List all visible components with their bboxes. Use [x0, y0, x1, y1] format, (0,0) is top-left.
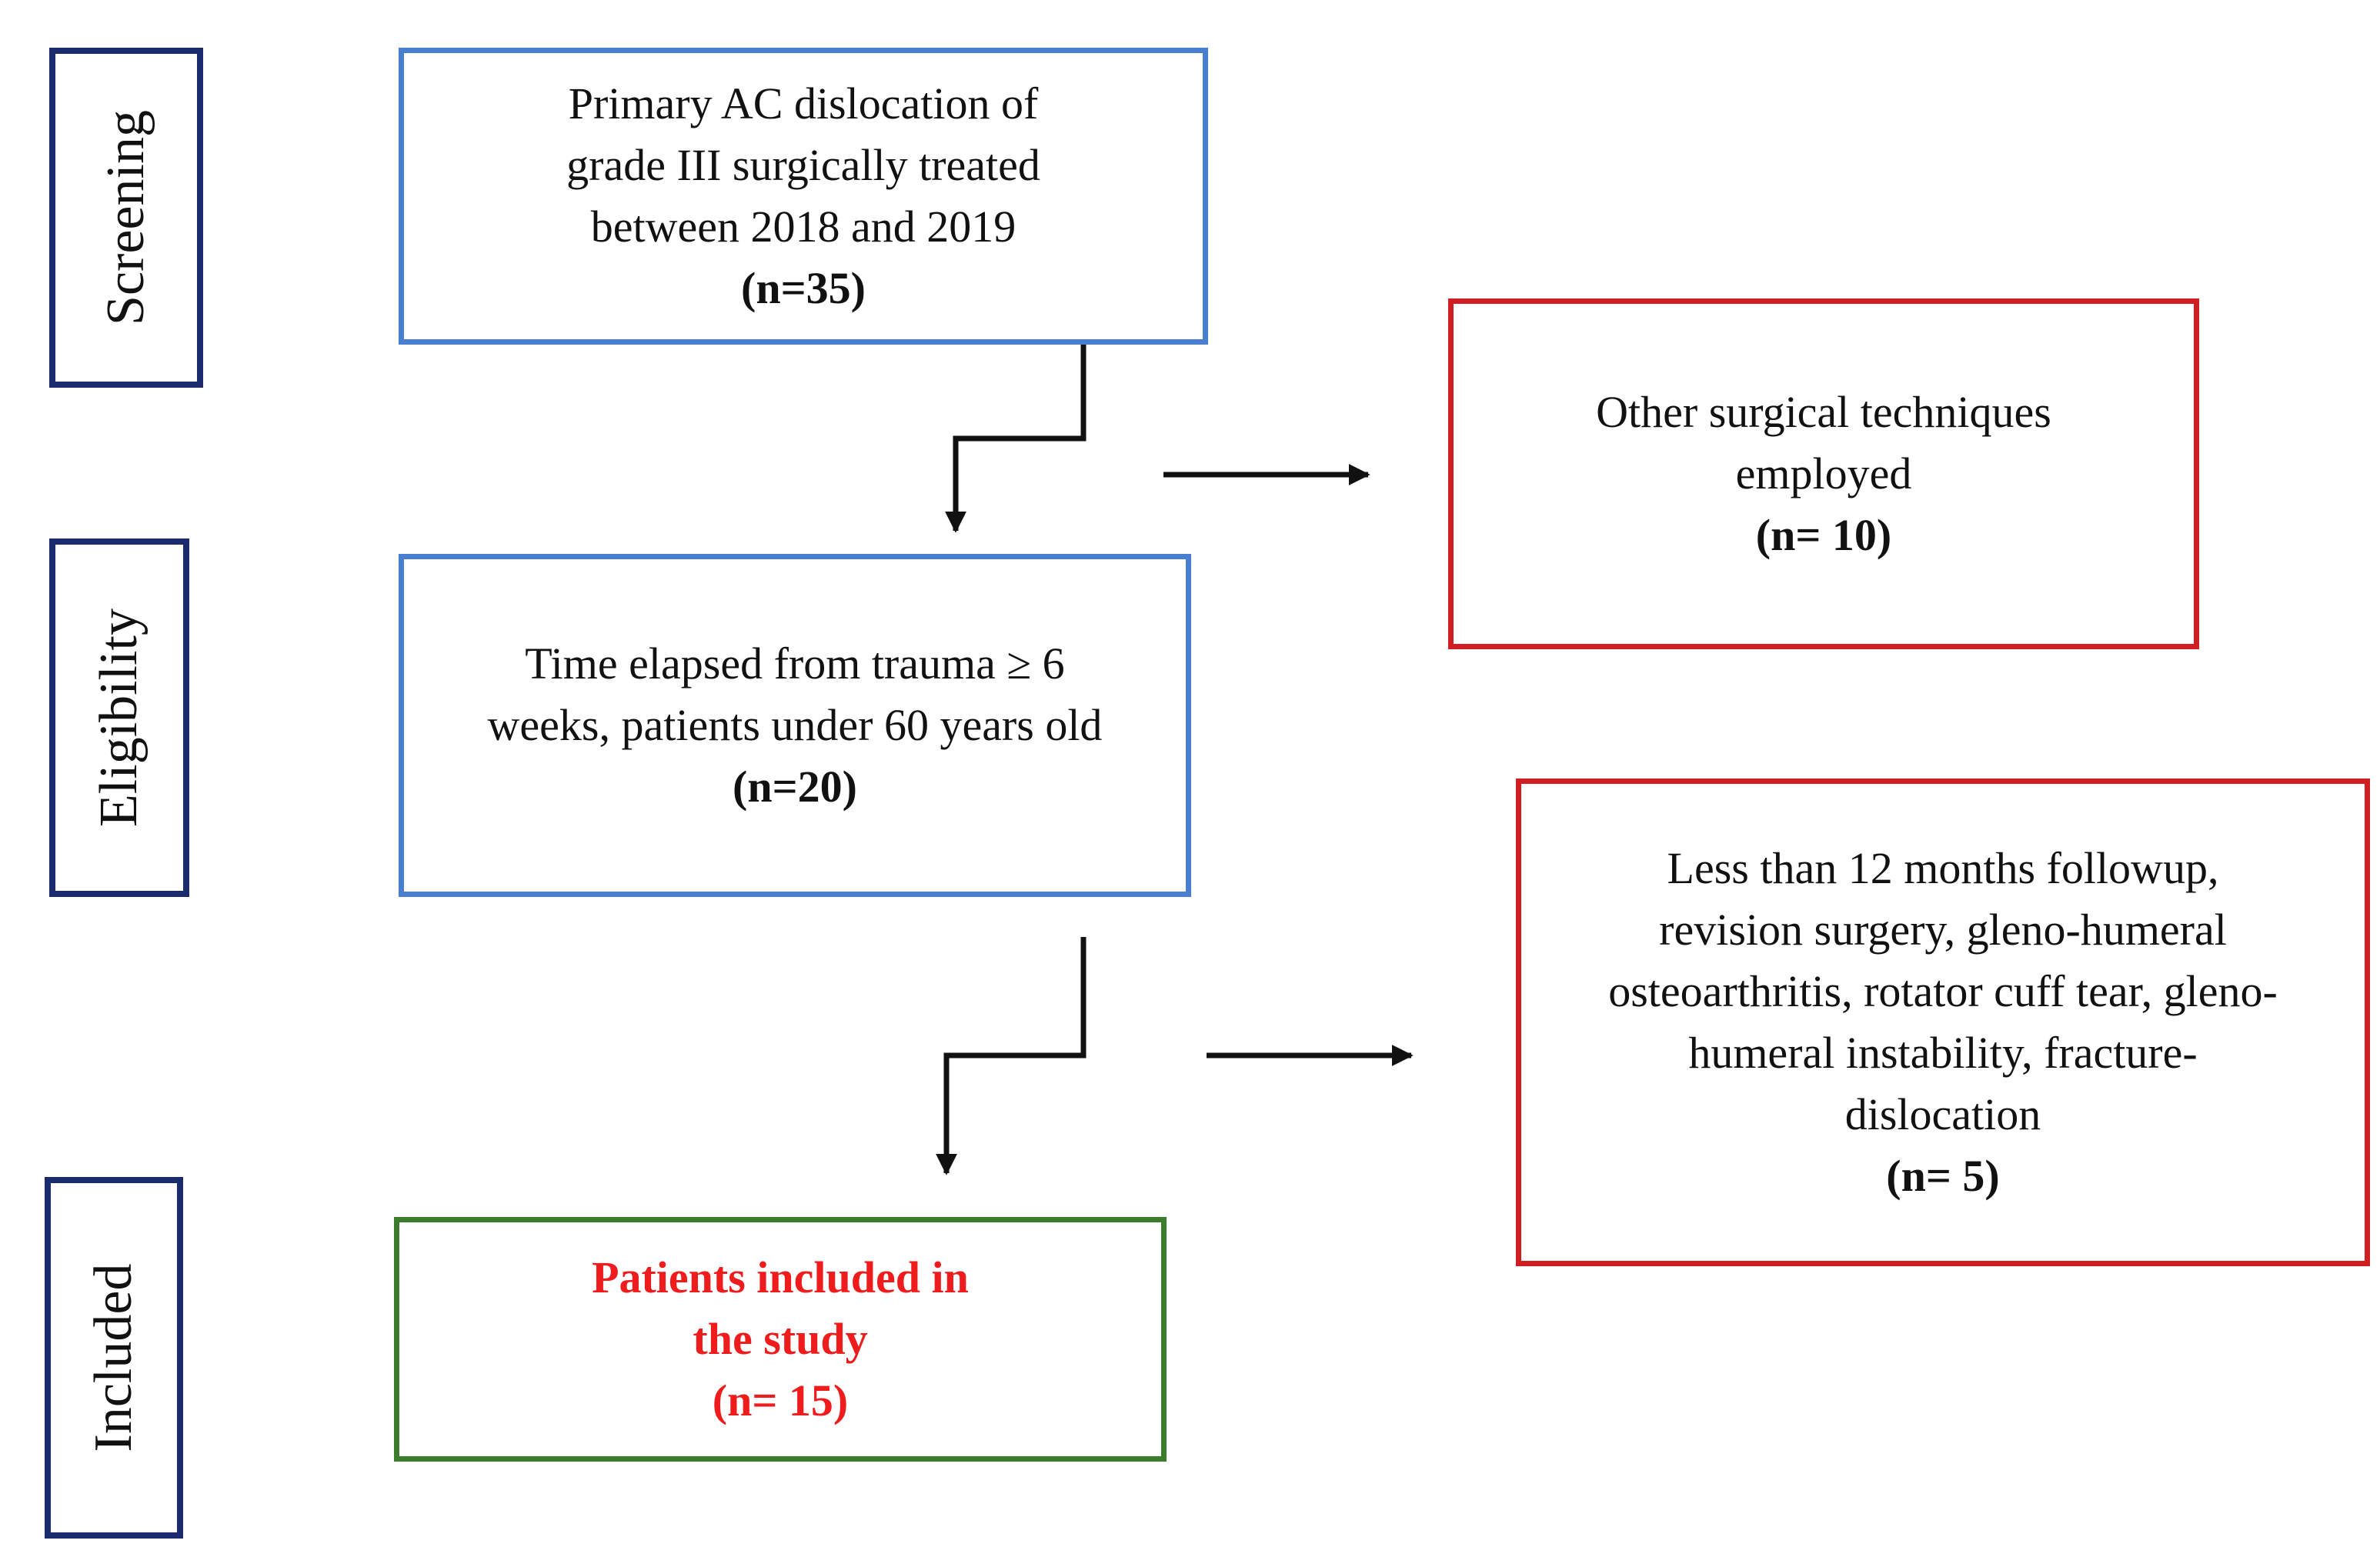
screening-count: (n=35) [741, 263, 866, 313]
included-line-1: Patients included in [592, 1252, 969, 1302]
exclusion-1-line-2: employed [1735, 448, 1912, 498]
exclusion-2-line-3: osteoarthritis, rotator cuff tear, gleno… [1608, 966, 2278, 1016]
stage-eligibility: Eligibility [49, 538, 189, 897]
exclusion-box-1: Other surgical techniques employed (n= 1… [1448, 298, 2199, 649]
screening-line-1: Primary AC dislocation of [568, 78, 1039, 128]
arrow-eligibility-to-included [936, 937, 1087, 1175]
screening-line-3: between 2018 and 2019 [590, 202, 1016, 252]
exclusion-2-line-5: dislocation [1844, 1089, 2041, 1139]
exclusion-2-line-4: humeral instability, fracture- [1688, 1028, 2198, 1078]
exclusion-1-count: (n= 10) [1755, 510, 1892, 560]
eligibility-count: (n=20) [733, 762, 857, 812]
exclusion-box-2: Less than 12 months followup, revision s… [1516, 778, 2370, 1266]
screening-box: Primary AC dislocation of grade III surg… [399, 48, 1208, 345]
exclusion-2-count: (n= 5) [1886, 1151, 2000, 1201]
exclusion-2-line-1: Less than 12 months followup, [1667, 843, 2219, 893]
stage-included: Included [45, 1177, 183, 1539]
included-count: (n= 15) [712, 1375, 849, 1425]
exclusion-1-line-1: Other surgical techniques [1596, 387, 2051, 437]
included-box: Patients included in the study (n= 15) [394, 1217, 1167, 1462]
eligibility-box: Time elapsed from trauma ≥ 6 weeks, pati… [399, 554, 1191, 897]
stage-screening: Screening [49, 48, 203, 388]
eligibility-line-1: Time elapsed from trauma ≥ 6 [525, 638, 1065, 688]
eligibility-line-2: weeks, patients under 60 years old [487, 700, 1103, 750]
exclusion-2-line-2: revision surgery, gleno-humeral [1659, 905, 2227, 955]
screening-line-2: grade III surgically treated [566, 140, 1040, 190]
arrow-screening-to-eligibility [945, 343, 1087, 533]
included-line-2: the study [693, 1314, 868, 1364]
